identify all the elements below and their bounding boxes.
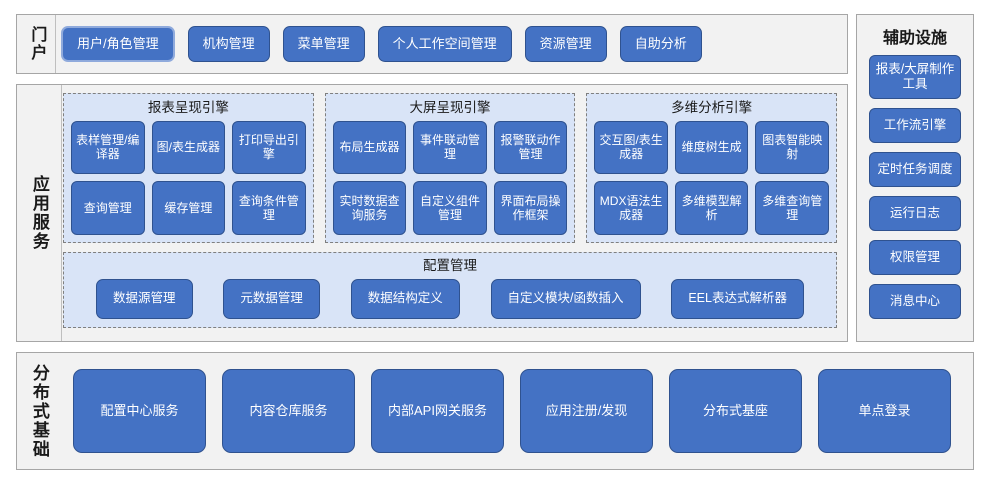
- configuration-item-2[interactable]: 数据结构定义: [350, 278, 460, 319]
- distributed-item-4[interactable]: 分布式基座: [669, 369, 802, 453]
- auxiliary-item-3[interactable]: 运行日志: [869, 196, 961, 231]
- engine-group-1: 大屏呈现引擎布局生成器事件联动管理报警联动作管理实时数据查询服务自定义组件管理界…: [324, 93, 576, 243]
- application-services-section: 应用服务 报表呈现引擎表样管理/编译器图/表生成器打印导出引擎查询管理缓存管理查…: [16, 84, 848, 342]
- distributed-item-2[interactable]: 内部API网关服务: [371, 369, 504, 453]
- auxiliary-facilities-title: 辅助设施: [882, 30, 947, 47]
- distributed-item-5[interactable]: 单点登录: [818, 369, 951, 453]
- auxiliary-facilities-item-list: 报表/大屏制作工具工作流引擎定时任务调度运行日志权限管理消息中心: [857, 55, 973, 319]
- distributed-item-1[interactable]: 内容仓库服务: [222, 369, 355, 453]
- engine-2-item-4[interactable]: 多维模型解析: [674, 181, 749, 235]
- distributed-foundation-item-list: 配置中心服务内容仓库服务内部API网关服务应用注册/发现分布式基座单点登录: [65, 353, 959, 469]
- configuration-management-group: 配置管理 数据源管理元数据管理数据结构定义自定义模块/函数插入 EEL表达式解析器: [63, 252, 837, 328]
- portal-item-5[interactable]: 自助分析: [619, 26, 702, 62]
- portal-item-1[interactable]: 机构管理: [187, 26, 270, 62]
- portal-item-4[interactable]: 资源管理: [524, 26, 607, 62]
- auxiliary-item-2[interactable]: 定时任务调度: [869, 152, 961, 187]
- engine-2-item-5[interactable]: 多维查询管理: [755, 181, 829, 235]
- auxiliary-item-1[interactable]: 工作流引擎: [869, 108, 961, 143]
- engine-group-0: 报表呈现引擎表样管理/编译器图/表生成器打印导出引擎查询管理缓存管理查询条件管理: [63, 93, 314, 243]
- engine-0-item-1[interactable]: 图/表生成器: [151, 120, 226, 175]
- engine-group-2: 多维分析引擎交互图/表生成器维度树生成图表智能映射 MDX语法生成器多维模型解析多…: [586, 93, 838, 243]
- configuration-management-item-list: 数据源管理元数据管理数据结构定义自定义模块/函数插入 EEL表达式解析器: [74, 278, 826, 319]
- engine-group-item-list-1: 布局生成器事件联动管理报警联动作管理实时数据查询服务自定义组件管理界面布局操作框…: [332, 120, 568, 235]
- distributed-item-0[interactable]: 配置中心服务: [73, 369, 206, 453]
- auxiliary-item-4[interactable]: 权限管理: [869, 240, 961, 275]
- configuration-item-0[interactable]: 数据源管理: [96, 278, 193, 319]
- engine-group-title-2: 多维分析引擎: [671, 100, 753, 115]
- auxiliary-item-0[interactable]: 报表/大屏制作工具: [869, 55, 961, 99]
- engine-1-item-1[interactable]: 事件联动管理: [413, 120, 487, 175]
- engine-group-title-0: 报表呈现引擎: [147, 100, 229, 115]
- engine-2-item-0[interactable]: 交互图/表生成器: [594, 120, 668, 175]
- engine-2-item-3[interactable]: MDX语法生成器: [594, 181, 668, 235]
- engine-group-item-list-2: 交互图/表生成器维度树生成图表智能映射 MDX语法生成器多维模型解析多维查询管理: [594, 120, 829, 235]
- auxiliary-facilities-section: 辅助设施 报表/大屏制作工具工作流引擎定时任务调度运行日志权限管理消息中心: [856, 14, 974, 342]
- distributed-item-3[interactable]: 应用注册/发现: [520, 369, 653, 453]
- engine-0-item-3[interactable]: 查询管理: [71, 181, 145, 235]
- engine-0-item-2[interactable]: 打印导出引擎: [232, 120, 306, 175]
- portal-item-list: 用户/角色管理机构管理菜单管理个人工作空间管理资源管理自助分析: [61, 15, 837, 73]
- engine-group-item-list-0: 表样管理/编译器图/表生成器打印导出引擎查询管理缓存管理查询条件管理: [71, 120, 306, 235]
- engine-1-item-3[interactable]: 实时数据查询服务: [332, 181, 407, 235]
- configuration-management-title: 配置管理: [423, 258, 477, 273]
- portal-item-3[interactable]: 个人工作空间管理: [377, 26, 512, 62]
- engine-1-item-5[interactable]: 界面布局操作框架: [493, 181, 568, 235]
- engine-0-item-5[interactable]: 查询条件管理: [232, 181, 306, 235]
- portal-section: 门户 用户/角色管理机构管理菜单管理个人工作空间管理资源管理自助分析: [16, 14, 848, 74]
- engine-0-item-4[interactable]: 缓存管理: [151, 181, 226, 235]
- portal-section-label: 门户: [17, 15, 56, 73]
- engine-0-item-0[interactable]: 表样管理/编译器: [71, 120, 145, 175]
- engine-2-item-2[interactable]: 图表智能映射: [755, 120, 829, 175]
- configuration-item-4[interactable]: EEL表达式解析器: [671, 278, 804, 319]
- engine-2-item-1[interactable]: 维度树生成: [674, 120, 749, 175]
- configuration-item-1[interactable]: 元数据管理: [223, 278, 320, 319]
- distributed-foundation-section: 分布式基础 配置中心服务内容仓库服务内部API网关服务应用注册/发现分布式基座单…: [16, 352, 974, 470]
- configuration-item-3[interactable]: 自定义模块/函数插入: [490, 278, 641, 319]
- engine-1-item-0[interactable]: 布局生成器: [332, 120, 407, 175]
- application-services-content: 报表呈现引擎表样管理/编译器图/表生成器打印导出引擎查询管理缓存管理查询条件管理…: [63, 93, 838, 333]
- application-services-section-label: 应用服务: [17, 85, 62, 341]
- engine-1-item-4[interactable]: 自定义组件管理: [413, 181, 487, 235]
- engine-1-item-2[interactable]: 报警联动作管理: [493, 120, 568, 175]
- auxiliary-item-5[interactable]: 消息中心: [869, 284, 961, 319]
- portal-item-0[interactable]: 用户/角色管理: [61, 26, 175, 62]
- distributed-foundation-section-label: 分布式基础: [29, 363, 49, 459]
- engine-group-list: 报表呈现引擎表样管理/编译器图/表生成器打印导出引擎查询管理缓存管理查询条件管理…: [63, 93, 838, 243]
- engine-group-title-1: 大屏呈现引擎: [409, 100, 491, 115]
- portal-item-2[interactable]: 菜单管理: [282, 26, 365, 62]
